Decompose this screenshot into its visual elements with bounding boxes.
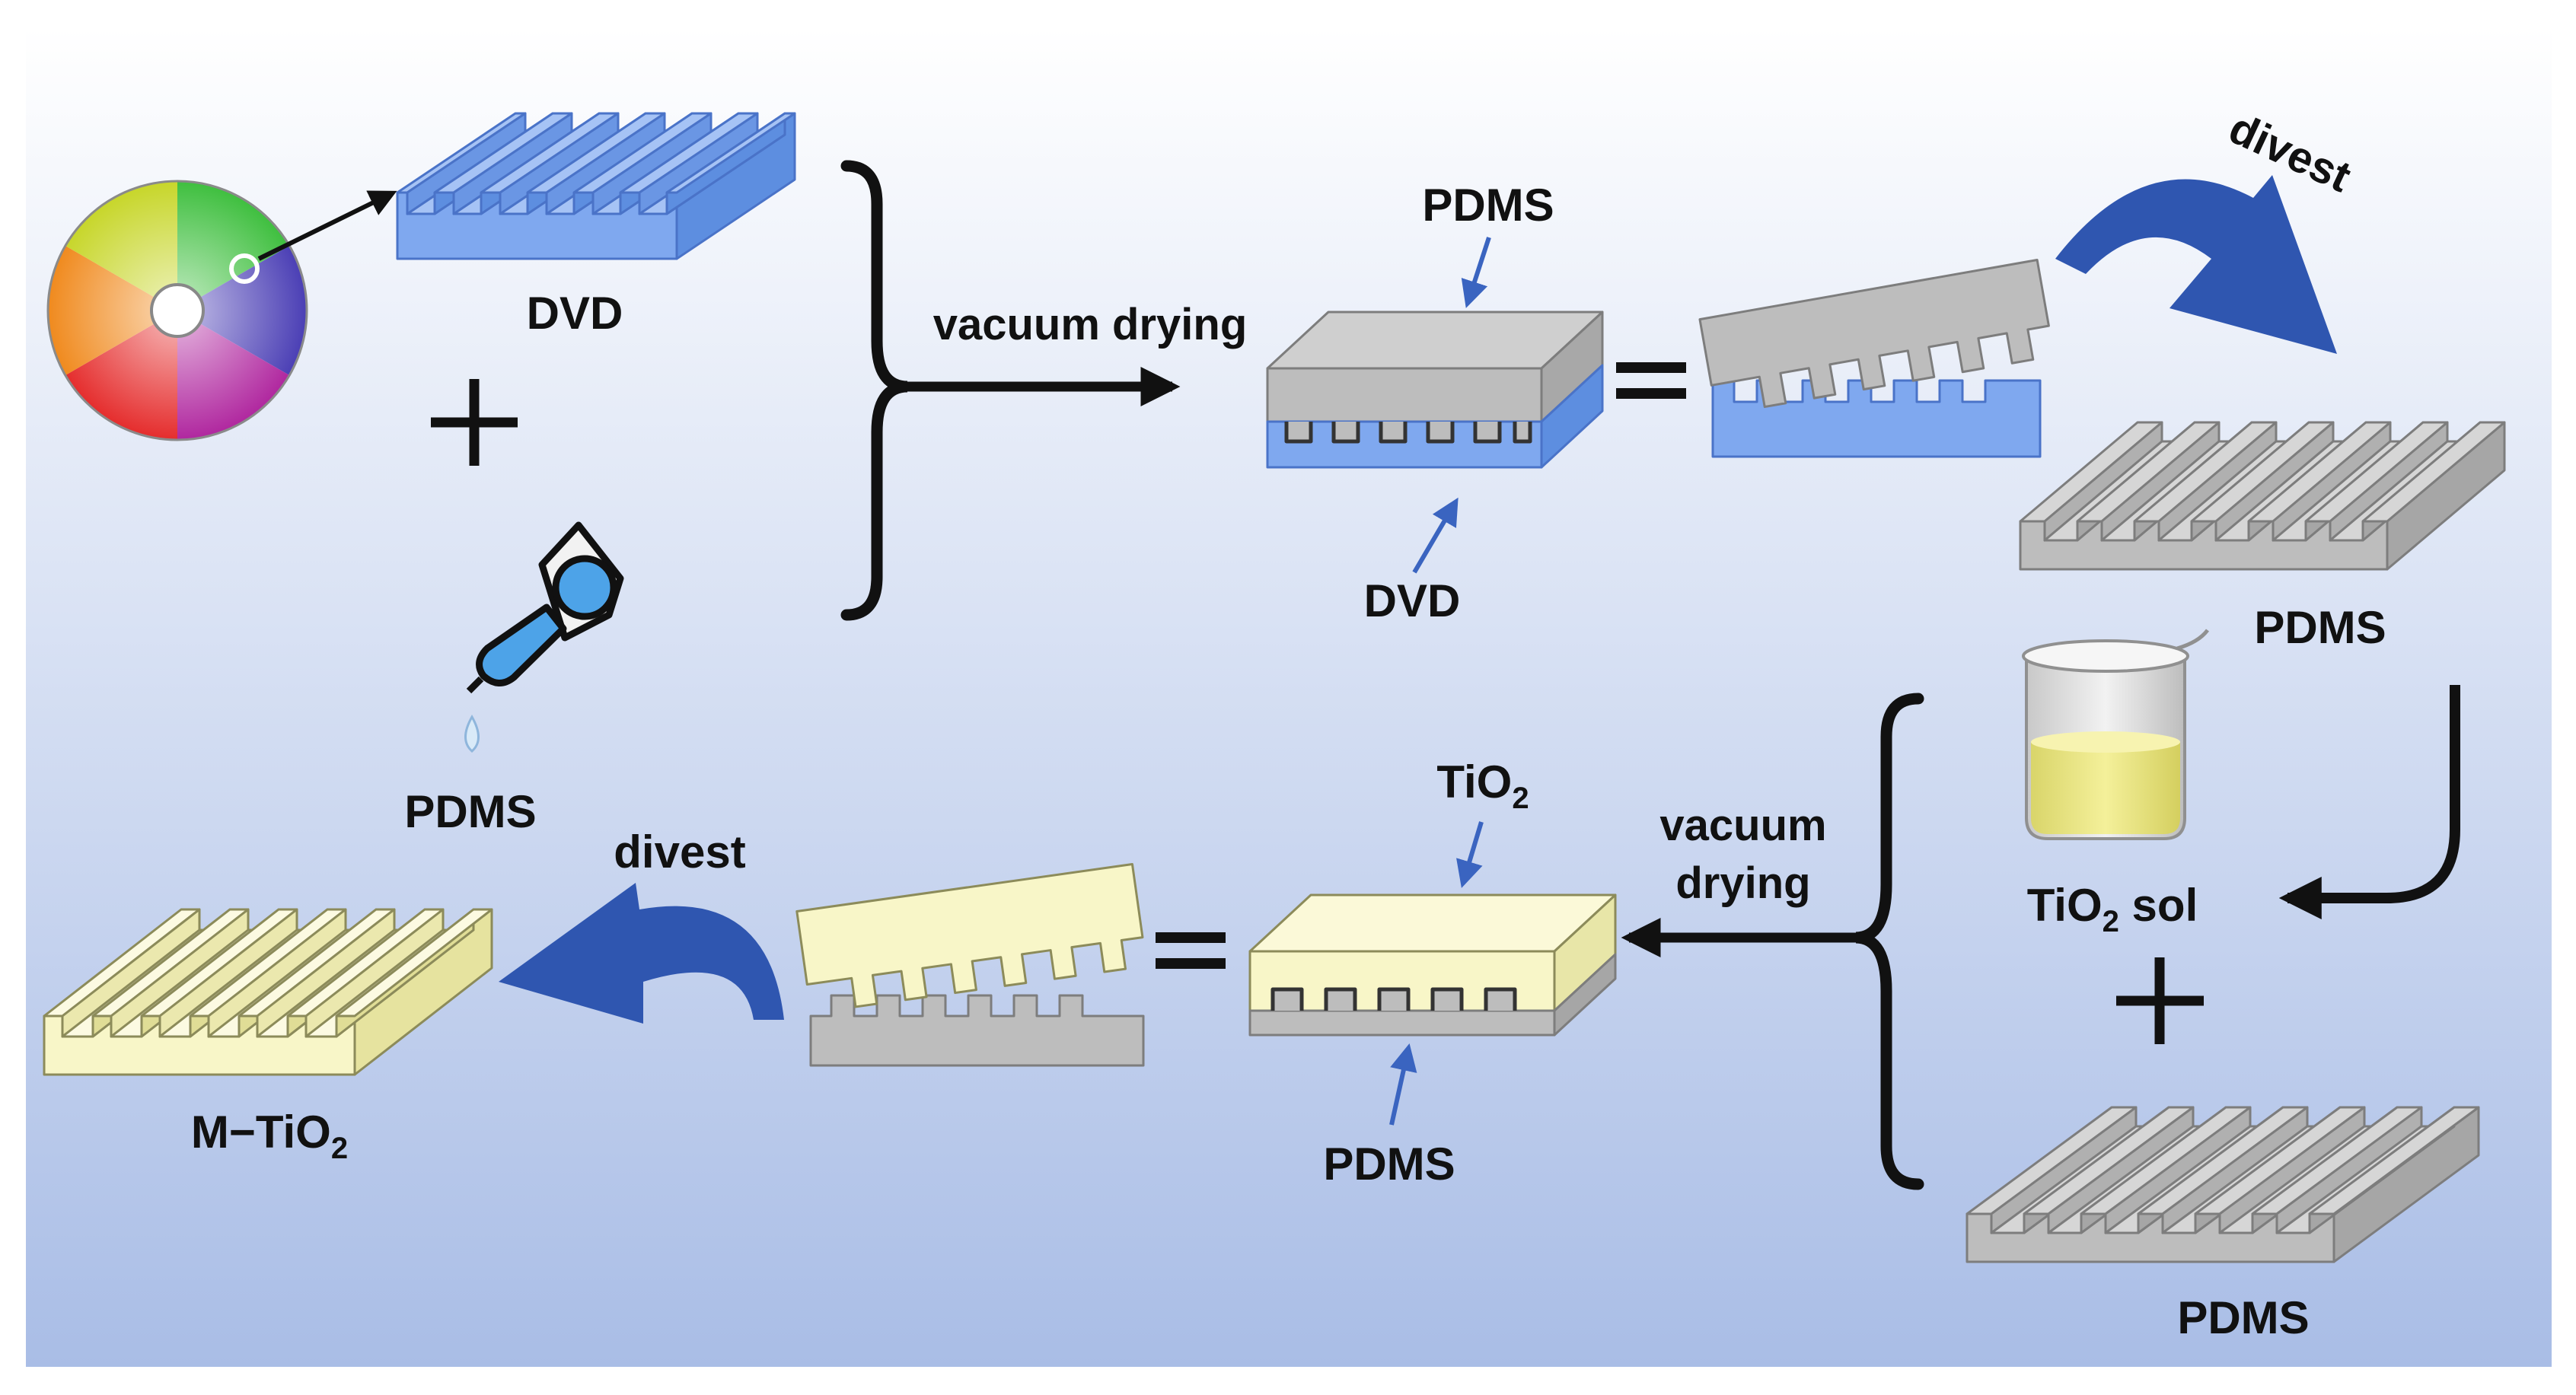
divest-curved-arrow-bottom	[499, 883, 784, 1024]
zoom-arrow	[257, 190, 397, 261]
vacuum-drying-top-label: vacuum drying	[933, 300, 1248, 349]
tio2-layer-label: TiO2	[1436, 756, 1529, 815]
equals-sign-bottom	[1156, 932, 1226, 969]
m-tio2-label: M−TiO2	[191, 1107, 348, 1165]
pdms-grating-bottom-label: PDMS	[2177, 1292, 2309, 1343]
dvd-disc-icon	[46, 180, 308, 441]
dvd-label: DVD	[527, 288, 623, 339]
separating-pdms-from-dvd	[1698, 258, 2050, 458]
pdms-dropper-label: PDMS	[404, 786, 536, 837]
dropper-icon	[464, 521, 624, 753]
m-tio2-grating	[43, 908, 493, 1076]
plus-sign-top	[431, 379, 518, 466]
tio2-pdms-stack	[1248, 893, 1617, 1037]
pdms-grating-right	[2019, 421, 2506, 571]
dvd-mold-label: DVD	[1364, 575, 1461, 626]
pdms-dvd-stack	[1266, 311, 1604, 469]
hook-arrow-right	[2278, 685, 2460, 919]
beaker-icon	[2022, 629, 2209, 840]
vacuum-label: vacuum	[1659, 801, 1826, 850]
separating-tio2-from-pdms	[795, 863, 1145, 1067]
pdms-mold-label: PDMS	[1422, 180, 1554, 231]
pdms-pointer-arrow	[1461, 237, 1491, 308]
dvd-grating	[396, 112, 796, 260]
plus-sign-right	[2116, 957, 2204, 1044]
divest-bottom-label: divest	[614, 826, 745, 877]
tio2-pointer-arrow	[1456, 821, 1484, 888]
dvd-pointer-arrow	[1412, 497, 1459, 574]
drying-label: drying	[1675, 858, 1810, 908]
divest-curved-arrow-top	[2055, 175, 2337, 354]
tio2-sol-label: TiO2 sol	[2027, 880, 2198, 938]
pdms-grating-bottom	[1965, 1106, 2480, 1263]
pdms-bottom-pointer-arrow	[1389, 1043, 1417, 1126]
pdms-layer-bottom-label: PDMS	[1323, 1139, 1455, 1190]
pdms-grating-right-label: PDMS	[2254, 602, 2386, 653]
equals-sign-top	[1616, 362, 1686, 399]
